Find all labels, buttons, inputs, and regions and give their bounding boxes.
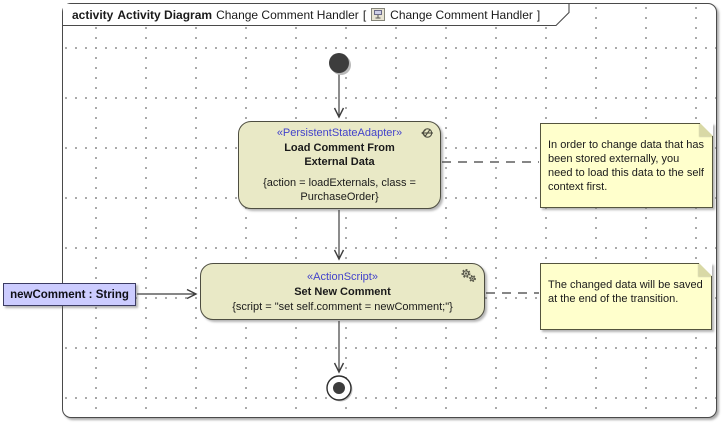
- activity-parameter-node[interactable]: newComment : String: [3, 283, 136, 306]
- stereotype-label: «ActionScript»: [307, 271, 378, 283]
- action-properties: {script = "set self.comment = newComment…: [232, 301, 453, 313]
- diagram-keyword: activity: [72, 7, 114, 22]
- diagram-context-name: Change Comment Handler: [216, 7, 359, 22]
- activity-diagram-icon: [371, 8, 386, 21]
- bracket-close: ]: [536, 7, 541, 22]
- note-save-transition[interactable]: The changed data will be saved at the en…: [540, 263, 712, 330]
- action-node-load-comment[interactable]: «PersistentStateAdapter» Load Comment Fr…: [238, 121, 441, 209]
- diagram-type-label: Activity Diagram: [117, 7, 213, 22]
- bracket-open: [: [362, 7, 367, 22]
- action-properties: {action = loadExternals, class = Purchas…: [263, 177, 416, 203]
- diagram-name: Change Comment Handler: [390, 7, 533, 22]
- persistent-state-adapter-icon: [418, 126, 434, 144]
- parameter-label: newComment : String: [10, 288, 129, 301]
- gears-icon: [460, 268, 478, 287]
- note-text: The changed data will be saved at the en…: [548, 279, 703, 305]
- note-load-externals[interactable]: In order to change data that has been st…: [540, 123, 713, 208]
- action-name: Set New Comment: [294, 286, 391, 298]
- diagram-frame-header[interactable]: activity Activity Diagram Change Comment…: [63, 4, 569, 25]
- action-name: Load Comment From External Data: [284, 142, 395, 168]
- activity-diagram-frame[interactable]: [62, 3, 717, 418]
- action-node-set-new-comment[interactable]: «ActionScript» Set New Comment {script =…: [200, 263, 485, 320]
- stereotype-label: «PersistentStateAdapter»: [276, 127, 403, 139]
- note-text: In order to change data that has been st…: [548, 139, 704, 193]
